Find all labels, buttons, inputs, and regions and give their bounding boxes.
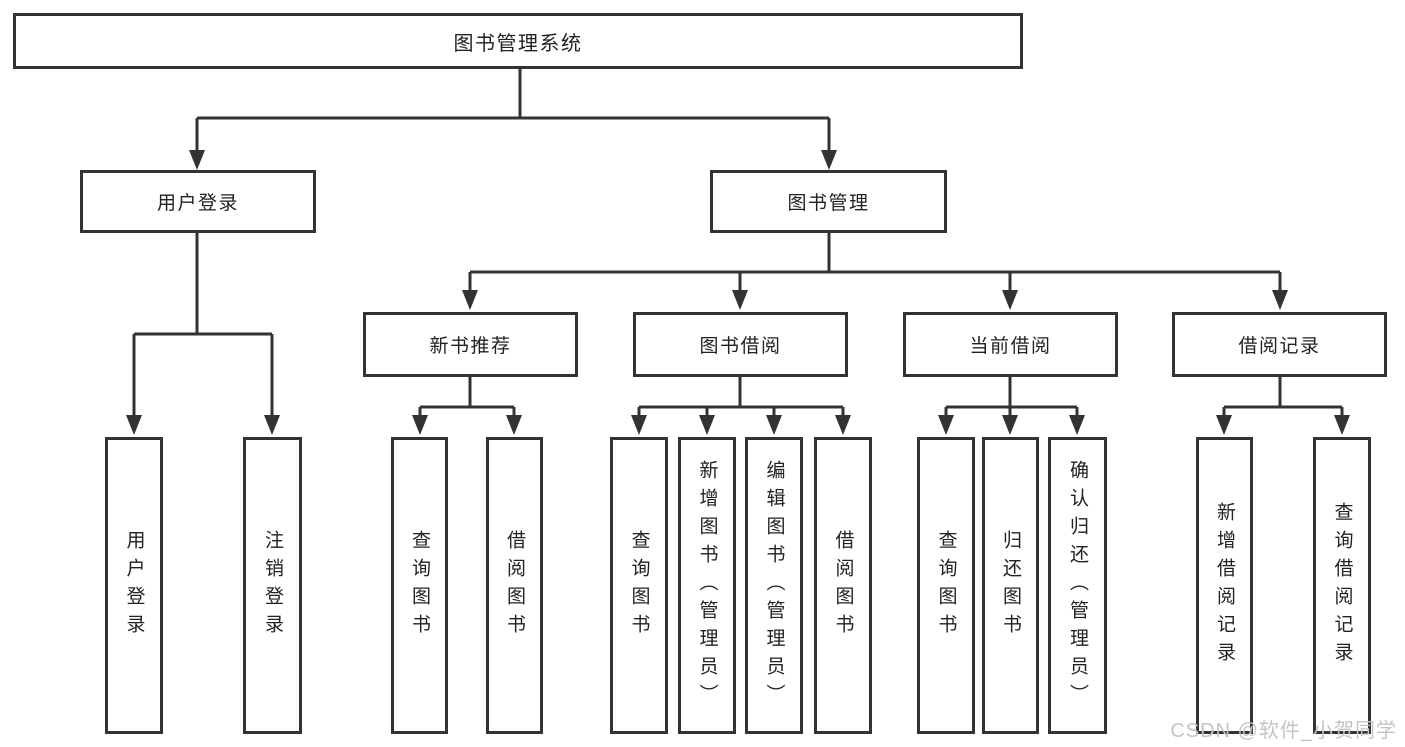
leaf-user-login: 用户登录: [105, 437, 163, 734]
leaf-current-return-book-label: 归还图书: [1000, 529, 1021, 642]
leaf-logout-login-label: 注销登录: [262, 529, 283, 642]
node-book-management: 图书管理: [710, 170, 947, 233]
leaf-newbook-borrow-book: 借阅图书: [486, 437, 543, 734]
node-book-borrow: 图书借阅: [633, 312, 848, 377]
leaf-newbook-query-book-label: 查询图书: [409, 529, 430, 642]
leaf-borrow-borrow-book-label: 借阅图书: [832, 529, 854, 642]
node-root-system: 图书管理系统: [13, 13, 1023, 69]
node-current-borrow-label: 当前借阅: [969, 336, 1052, 357]
leaf-newbook-borrow-book-label: 借阅图书: [504, 529, 525, 642]
node-borrow-record: 借阅记录: [1172, 312, 1387, 377]
leaf-record-query-borrow-record: 查询借阅记录: [1313, 437, 1371, 734]
node-borrow-record-label: 借阅记录: [1238, 336, 1321, 357]
leaf-borrow-add-book-admin: 新增图书（管理员）: [678, 437, 736, 734]
node-book-management-label: 图书管理: [787, 193, 870, 214]
arrowheads: [126, 150, 1350, 435]
csdn-watermark: CSDN @软件_小贺同学: [1170, 720, 1397, 742]
leaf-current-confirm-return-admin: 确认归还（管理员）: [1048, 437, 1107, 734]
leaf-borrow-query-book: 查询图书: [610, 437, 668, 734]
node-root-label: 图书管理系统: [453, 32, 583, 55]
node-user-login: 用户登录: [80, 170, 316, 233]
leaf-current-confirm-return-admin-label: 确认归还（管理员）: [1067, 459, 1088, 712]
leaf-record-add-borrow-record: 新增借阅记录: [1196, 437, 1253, 734]
leaf-borrow-edit-book-admin-label: 编辑图书（管理员）: [763, 459, 785, 712]
node-new-book-recommend: 新书推荐: [363, 312, 578, 377]
leaf-current-query-book: 查询图书: [917, 437, 975, 734]
leaf-borrow-query-book-label: 查询图书: [628, 529, 650, 642]
leaf-newbook-query-book: 查询图书: [391, 437, 448, 734]
leaf-user-login-label: 用户登录: [123, 529, 145, 642]
leaf-record-add-borrow-record-label: 新增借阅记录: [1214, 501, 1235, 670]
leaf-borrow-edit-book-admin: 编辑图书（管理员）: [745, 437, 803, 734]
leaf-record-query-borrow-record-label: 查询借阅记录: [1331, 501, 1353, 670]
leaf-current-return-book: 归还图书: [982, 437, 1039, 734]
leaf-borrow-borrow-book: 借阅图书: [814, 437, 872, 734]
leaf-current-query-book-label: 查询图书: [935, 529, 957, 642]
node-current-borrow: 当前借阅: [903, 312, 1118, 377]
leaf-logout-login: 注销登录: [243, 437, 302, 734]
node-new-book-recommend-label: 新书推荐: [429, 336, 512, 357]
leaf-borrow-add-book-admin-label: 新增图书（管理员）: [696, 459, 718, 712]
node-user-login-label: 用户登录: [156, 193, 239, 214]
node-book-borrow-label: 图书借阅: [699, 336, 782, 357]
